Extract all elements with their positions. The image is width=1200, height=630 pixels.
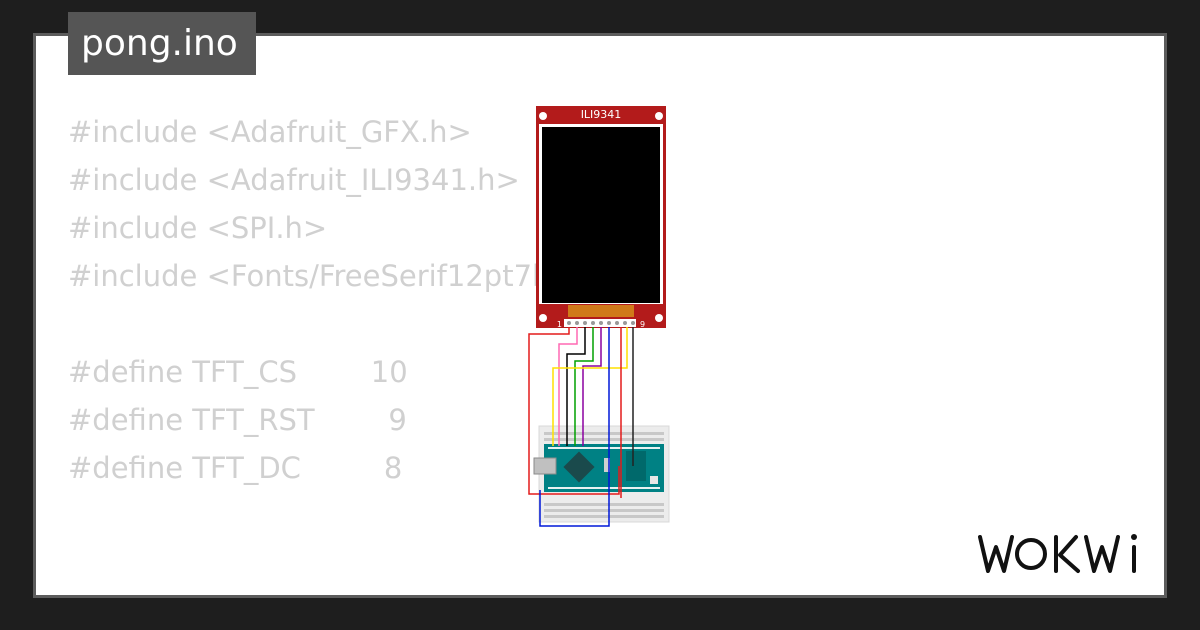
display-screen [542, 127, 660, 303]
mount-hole-top-left [539, 112, 547, 120]
code-line: #include <Fonts/FreeSerif12pt7b.h> [68, 259, 603, 293]
flex-connector [568, 305, 634, 317]
pin-label-last: 9 [640, 320, 645, 329]
mount-hole-bottom-right [655, 314, 663, 322]
wire-green [574, 327, 594, 446]
code-line: #define TFT_CS 10 [68, 355, 408, 389]
wire-purple [582, 327, 602, 446]
wire-blue-b [539, 490, 610, 527]
ili9341-display: ILI9341 1 9 [536, 106, 666, 329]
code-line: #define TFT_DC 8 [68, 451, 403, 485]
wire-red [528, 327, 620, 495]
wires [528, 327, 634, 527]
code-line [68, 492, 891, 540]
pin-label-first: 1 [557, 320, 562, 329]
code-line: #define TFT_RST 9 [68, 403, 407, 437]
wire-black [566, 327, 586, 446]
wokwi-logo [978, 534, 1137, 573]
code-line: Adafruit_ILI9341 tft = Adafruit_ILI9341(… [68, 588, 891, 595]
code-line: #include <SPI.h> [68, 211, 328, 245]
file-title-tab: pong.ino [68, 12, 256, 75]
preview-card: #include <Adafruit_GFX.h> #include <Adafr… [33, 33, 1167, 598]
display-label: ILI9341 [581, 108, 622, 121]
wire-yellow [552, 327, 628, 446]
mount-hole-top-right [655, 112, 663, 120]
code-line [68, 300, 891, 348]
circuit-diagram: ILI9341 1 9 [528, 106, 670, 527]
code-line: #include <Adafruit_GFX.h> [68, 115, 472, 149]
usb-port [533, 457, 557, 475]
wire-pink [558, 327, 578, 446]
mount-hole-bottom-left [539, 314, 547, 322]
code-preview: #include <Adafruit_GFX.h> #include <Adafr… [68, 108, 891, 595]
arduino-nano [533, 444, 664, 492]
code-line [68, 540, 891, 588]
code-line: #include <Adafruit_ILI9341.h> [68, 163, 520, 197]
